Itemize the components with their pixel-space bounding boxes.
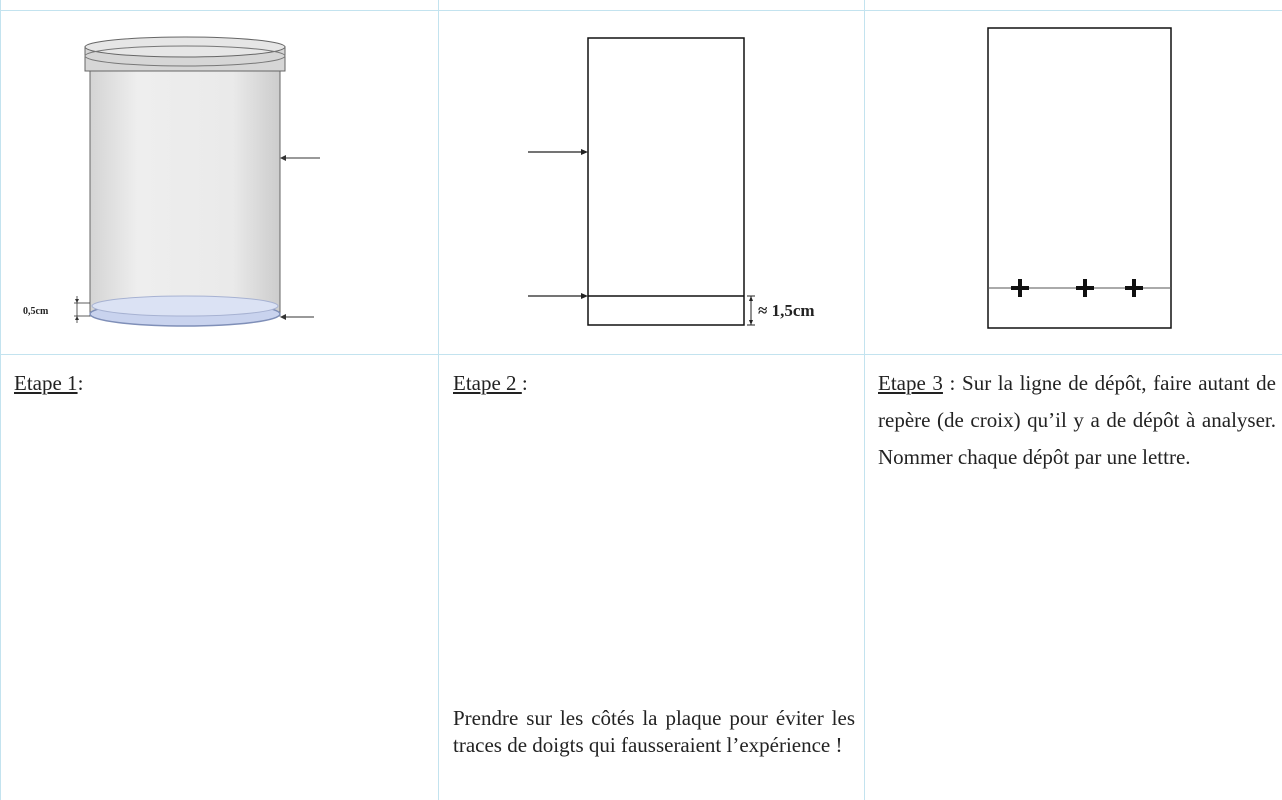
plate bbox=[587, 37, 745, 326]
cross-mark bbox=[1125, 279, 1143, 297]
step2-colon: : bbox=[521, 371, 528, 395]
plate-step3 bbox=[987, 27, 1172, 329]
cross-mark bbox=[1076, 279, 1094, 297]
plate-measure-label: ≈ 1,5cm bbox=[758, 301, 815, 320]
table-column-divider-2 bbox=[864, 0, 865, 800]
plate-figure-step2: ≈ 1,5cm bbox=[528, 37, 815, 326]
step1-colon: : bbox=[77, 371, 84, 395]
cross-mark bbox=[1011, 279, 1029, 297]
table-row-divider bbox=[0, 354, 1282, 355]
step1-text: Etape 1: bbox=[14, 365, 83, 402]
step3-description: : Sur la ligne de dépôt, faire autant de… bbox=[878, 371, 1276, 469]
table-border-left bbox=[0, 0, 1, 800]
step2-label: Etape 2 bbox=[453, 371, 522, 395]
beaker-measure-label: 0,5cm bbox=[23, 306, 49, 317]
table-border-top bbox=[0, 10, 1282, 11]
step1-label: Etape 1 bbox=[14, 371, 78, 395]
table-column-divider-1 bbox=[438, 0, 439, 800]
beaker-body bbox=[89, 59, 281, 317]
step3-text: Etape 3 : Sur la ligne de dépôt, faire a… bbox=[878, 365, 1276, 476]
plate-figure-step3 bbox=[987, 27, 1172, 329]
step2-text: Etape 2 : bbox=[453, 365, 528, 402]
step3-label: Etape 3 bbox=[878, 371, 943, 395]
step2-note: Prendre sur les côtés la plaque pour évi… bbox=[453, 706, 855, 757]
beaker-figure: 0,5cm bbox=[23, 36, 320, 327]
